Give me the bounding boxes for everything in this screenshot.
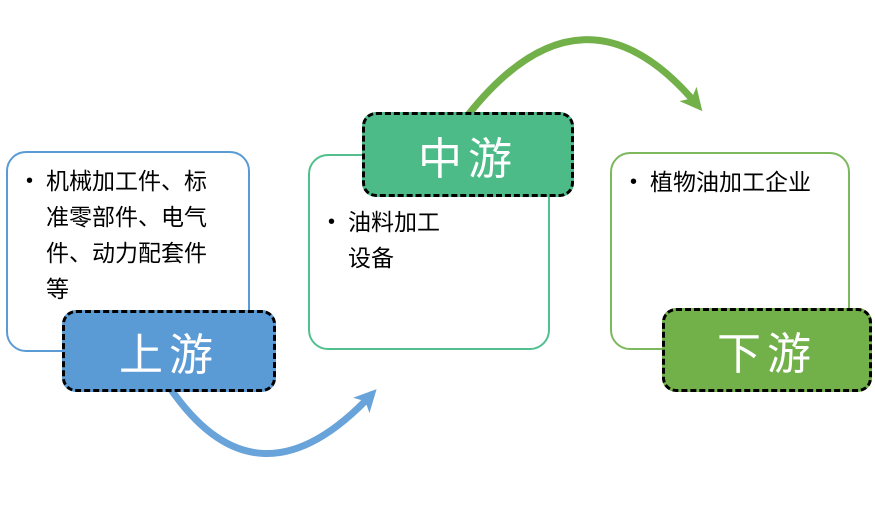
arrow-midstream-to-downstream-icon <box>465 36 703 118</box>
midstream-text: 油料加工 设备 <box>348 204 538 276</box>
midstream-bullet-item: • 油料加工 设备 <box>328 204 538 276</box>
downstream-stage-label-text: 下游 <box>717 330 817 379</box>
content-line: 油料加工 <box>348 209 440 235</box>
content-line: 准零部件、电气 <box>46 204 207 230</box>
content-line: 植物油加工企业 <box>650 169 811 195</box>
downstream-bullet-item: • 植物油加工企业 <box>630 164 838 200</box>
bullet-marker: • <box>26 170 34 192</box>
upstream-stage-label-text: 上游 <box>119 331 219 380</box>
bullet-marker: • <box>630 171 638 193</box>
content-line: 等 <box>46 276 69 302</box>
content-line: 件、动力配套件 <box>46 240 207 266</box>
content-line: 设备 <box>348 245 394 271</box>
upstream-stage-label: 上游 <box>62 310 276 392</box>
downstream-text: 植物油加工企业 <box>650 164 838 200</box>
midstream-stage-label: 中游 <box>362 112 574 197</box>
downstream-stage-label: 下游 <box>662 308 872 392</box>
upstream-bullet-item: • 机械加工件、标 准零部件、电气 件、动力配套件 等 <box>26 163 238 307</box>
content-line: 机械加工件、标 <box>46 168 207 194</box>
midstream-stage-label-text: 中游 <box>418 134 518 184</box>
arrow-upstream-to-midstream-icon <box>167 386 377 457</box>
upstream-text: 机械加工件、标 准零部件、电气 件、动力配套件 等 <box>46 163 238 307</box>
bullet-marker: • <box>328 211 336 233</box>
upstream-content-box: • 机械加工件、标 准零部件、电气 件、动力配套件 等 <box>6 151 250 352</box>
